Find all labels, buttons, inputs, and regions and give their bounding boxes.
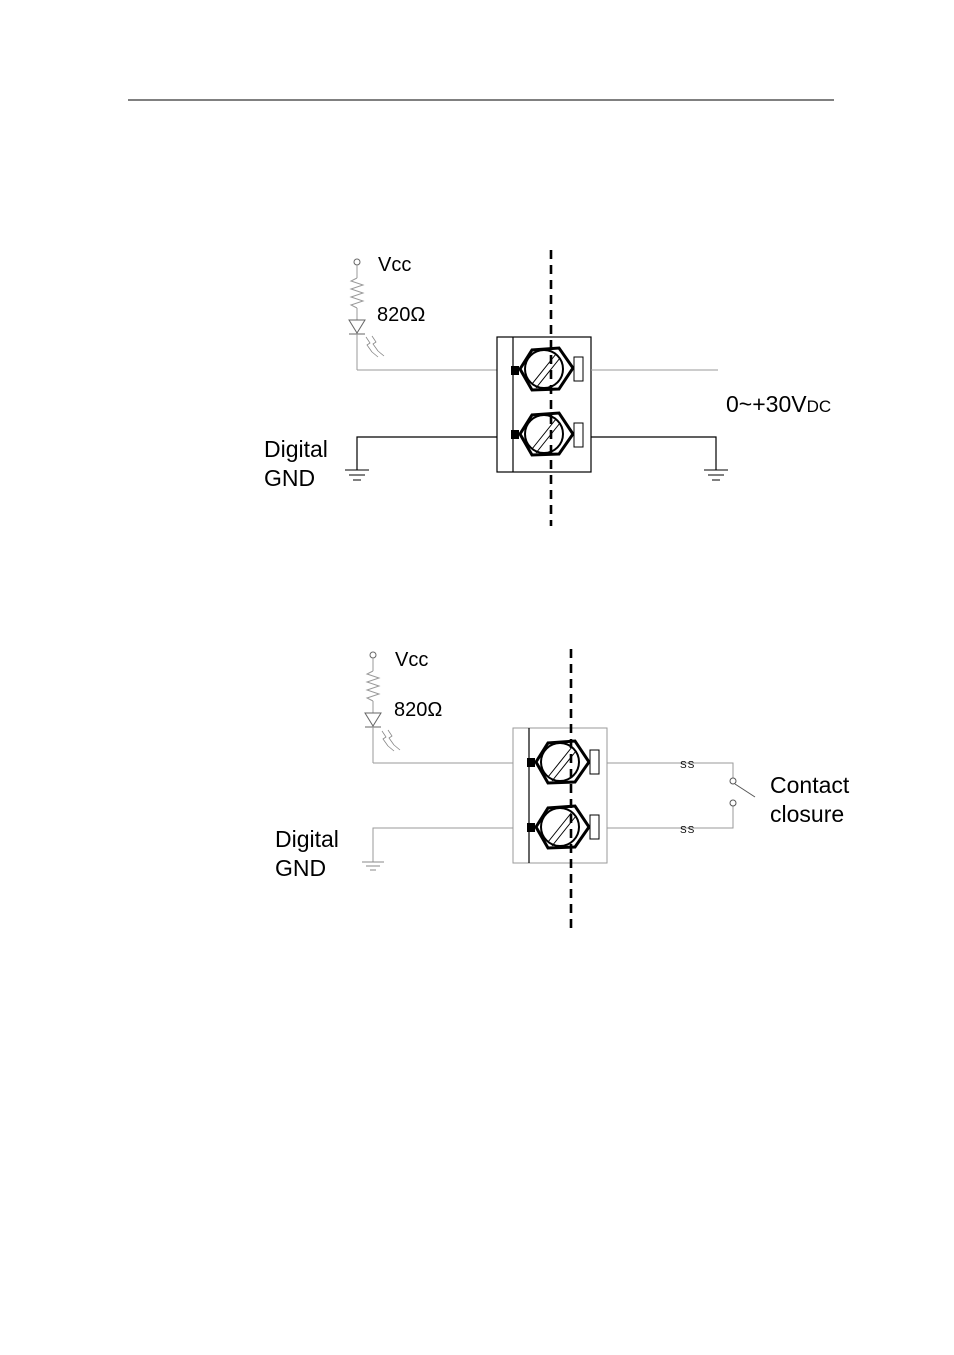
gnd-wire-left: [373, 828, 513, 862]
gnd-label-line1: Digital: [275, 826, 339, 852]
contact-wire-bottom: [607, 806, 733, 828]
wire-break-mark-bottom: SS: [680, 825, 695, 836]
gnd-label-line2: GND: [275, 855, 326, 881]
led-symbol: [349, 320, 365, 333]
gnd-label-line1: Digital: [264, 436, 328, 462]
vcc-label: Vcc: [395, 649, 428, 671]
contact-wire-top: [607, 763, 733, 778]
vcc-node: [370, 652, 376, 658]
wire-break-mark-top: SS: [680, 760, 695, 771]
terminal-block: [497, 337, 591, 472]
vcc-label: Vcc: [378, 254, 411, 276]
gnd-wire-left: [357, 437, 497, 470]
diagram-contact-closure: SS SS Vcc 820Ω Contact closure Digital G…: [275, 649, 850, 934]
led-light-arrows: [366, 336, 384, 357]
resistor-symbol: [367, 671, 379, 701]
vcc-node: [354, 259, 360, 265]
switch-symbol: [730, 778, 755, 806]
diagram-voltage-input: Vcc 820Ω 0~+30VDC Digital GND: [264, 250, 831, 526]
ground-symbol-left: [362, 862, 384, 870]
gnd-label-line2: GND: [264, 465, 315, 491]
led-symbol: [365, 713, 381, 726]
gnd-wire-right: [591, 437, 716, 470]
contact-label-line2: closure: [770, 801, 844, 827]
ground-symbol-left: [345, 470, 369, 480]
terminal-block: [513, 728, 607, 863]
led-light-arrows: [382, 730, 400, 751]
ground-symbol-right: [704, 470, 728, 480]
input-voltage-label: 0~+30VDC: [726, 391, 831, 417]
contact-label-line1: Contact: [770, 772, 850, 798]
resistor-label: 820Ω: [377, 304, 425, 326]
resistor-symbol: [351, 278, 363, 308]
resistor-label: 820Ω: [394, 699, 442, 721]
